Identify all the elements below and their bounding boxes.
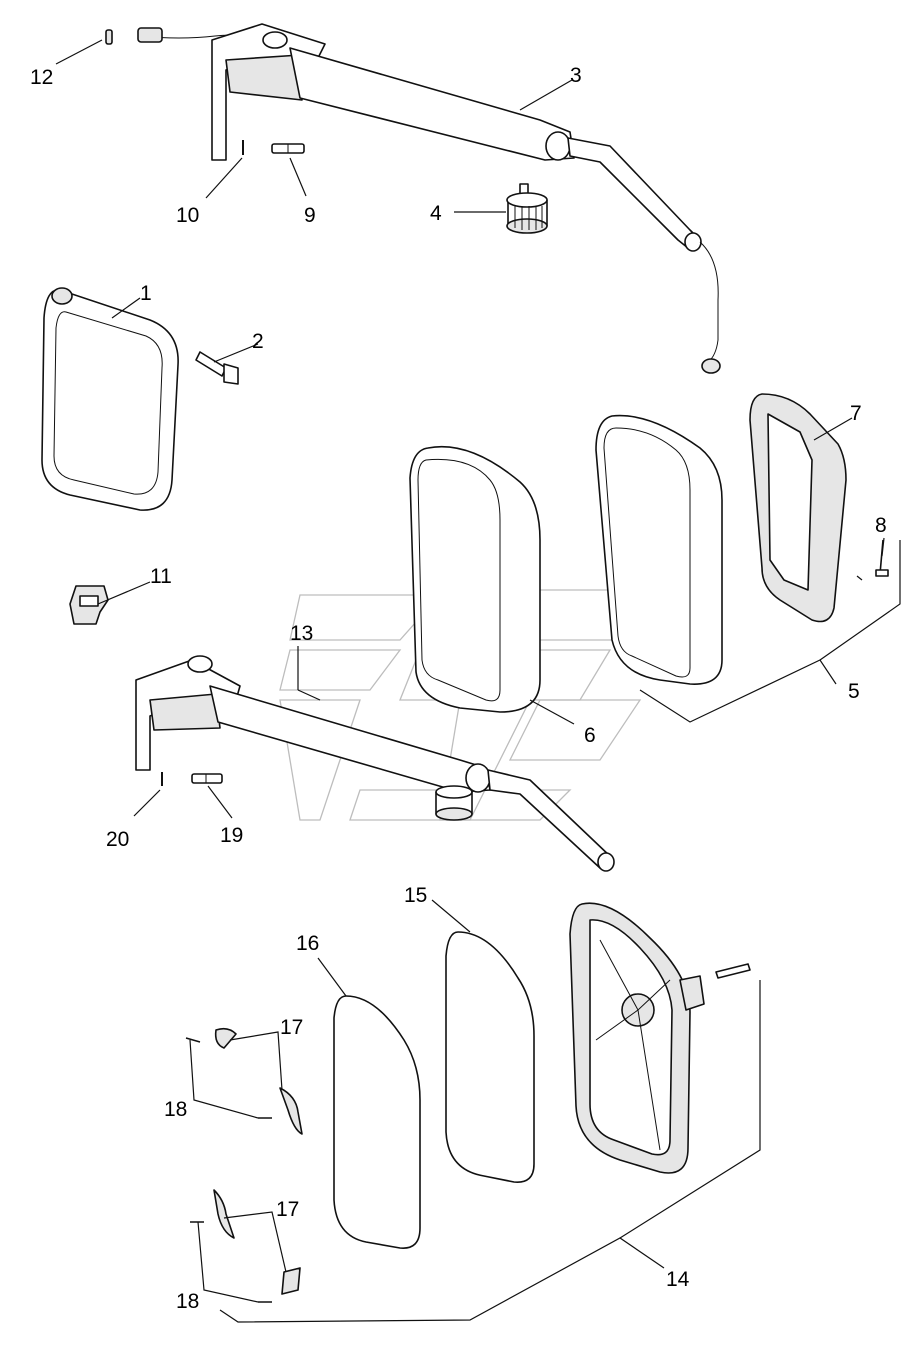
callout-12: 12 xyxy=(30,66,53,89)
part-13-mirror-arm[interactable] xyxy=(135,655,615,872)
callout-6: 6 xyxy=(584,724,596,747)
part-14-mirror-housing[interactable] xyxy=(569,902,705,1174)
part-6-mirror-housing[interactable] xyxy=(409,445,541,713)
callout-7: 7 xyxy=(850,402,862,425)
callout-2: 2 xyxy=(252,330,264,353)
part-16-mirror-glass[interactable] xyxy=(333,995,421,1249)
callout-18-lower: 18 xyxy=(176,1290,199,1313)
callout-17-upper: 17 xyxy=(280,1016,303,1039)
callout-17-lower: 17 xyxy=(276,1198,299,1221)
callout-4: 4 xyxy=(430,202,442,225)
callout-1: 1 xyxy=(140,282,152,305)
callout-labels: 12 3 10 9 4 1 2 7 8 11 13 5 6 20 19 15 1… xyxy=(30,64,887,1313)
callout-9: 9 xyxy=(304,204,316,227)
part-19-bolt[interactable] xyxy=(191,773,223,784)
part-1-mirror-frame[interactable] xyxy=(41,287,179,511)
part-7-back-cover[interactable] xyxy=(749,393,847,623)
callout-14: 14 xyxy=(666,1268,690,1291)
callout-10: 10 xyxy=(176,204,199,227)
callout-3: 3 xyxy=(570,64,582,87)
part-3-mirror-arm[interactable] xyxy=(137,23,721,374)
part-18-pin-upper-a[interactable] xyxy=(185,1037,201,1043)
callout-13: 13 xyxy=(290,622,313,645)
part-4-adjustment-knob[interactable] xyxy=(506,183,548,234)
part-11-connector[interactable] xyxy=(69,585,109,625)
part-5-mirror-head[interactable] xyxy=(595,414,723,685)
callout-8: 8 xyxy=(875,514,887,537)
callout-16: 16 xyxy=(296,932,319,955)
callout-11: 11 xyxy=(150,565,172,588)
callout-15: 15 xyxy=(404,884,427,907)
part-17-clip-upper-a[interactable] xyxy=(214,1027,237,1049)
part-12-pin[interactable] xyxy=(105,29,113,45)
part-17-clip-upper-b[interactable] xyxy=(279,1087,303,1135)
leader-lines xyxy=(55,39,901,1323)
callout-18-upper: 18 xyxy=(164,1098,187,1121)
part-8-screw[interactable] xyxy=(856,539,889,581)
part-9-bolt[interactable] xyxy=(271,143,305,154)
part-14-screw[interactable] xyxy=(715,963,751,979)
callout-19: 19 xyxy=(220,824,243,847)
part-15-mirror-glass[interactable] xyxy=(445,931,535,1183)
part-2-bolt[interactable] xyxy=(195,351,239,385)
part-17-clip-lower-a[interactable] xyxy=(213,1189,235,1239)
part-17-clip-lower-b[interactable] xyxy=(281,1267,301,1295)
callout-20: 20 xyxy=(106,828,129,851)
callout-5: 5 xyxy=(848,680,860,703)
